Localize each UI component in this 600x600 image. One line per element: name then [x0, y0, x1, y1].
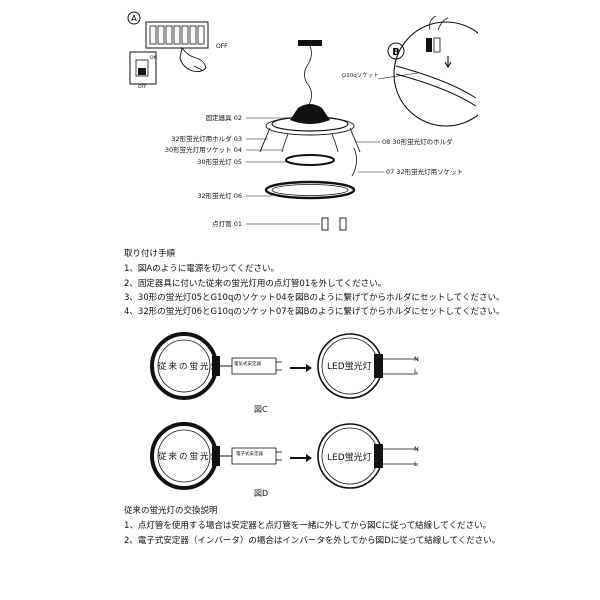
figure-d-ballast-label: 電子式安定器	[236, 452, 263, 457]
figure-d-led-label: LED蛍光灯	[327, 453, 372, 463]
inset-a-on-label: ON	[150, 55, 157, 61]
figure-c-drawing	[150, 332, 418, 400]
part-label-02: 固定器具 02	[205, 114, 242, 122]
figure-c-old-lamp-label: 従来の蛍光灯	[158, 362, 222, 372]
part-label-08: 08 30形蛍光灯のホルダ	[382, 138, 453, 146]
inset-b-marker: B	[392, 47, 400, 58]
figure-c-wire-n: N	[414, 355, 419, 363]
figure-d-wire-n: N	[414, 445, 419, 453]
figure-c-ballast-label: 電気式安定器	[234, 362, 261, 367]
instruction-step-2: 2、固定器具に付いた従来の蛍光灯用の点灯管01を外してください。	[124, 279, 387, 289]
inset-b-socket-label: G10qソケット	[342, 73, 379, 79]
part-label-07: 07 32形蛍光灯用ソケット	[386, 168, 464, 176]
inset-a-off-label: OFF	[216, 43, 228, 50]
figure-d-wire-l: L	[414, 460, 418, 468]
instruction-step-3: 3、30形の蛍光灯05とG10qのソケット04を図Bのように繋げてからホルダにセ…	[124, 293, 505, 303]
inset-b-socket-connection: B G10qソケット	[338, 15, 499, 128]
inset-a-marker: A	[131, 14, 137, 23]
inset-a-drawing: A OFF ON OFF	[127, 11, 228, 90]
replacement-heading: 従来の蛍光灯の交換説明	[124, 506, 218, 516]
inset-b-drawing: B	[377, 15, 499, 127]
inset-a-off-small: OFF	[138, 84, 147, 90]
figure-d-drawing	[150, 422, 418, 490]
figure-d-old-lamp-label: 従来の蛍光灯	[158, 452, 222, 462]
part-label-01: 点灯管 01	[212, 220, 242, 228]
part-label-05: 30形蛍光灯 05	[197, 158, 242, 166]
instruction-step-1: 1、図Aのように電源を切ってください。	[124, 264, 280, 274]
instruction-step-4: 4、32形の蛍光灯06とG10qのソケット07を図Bのように繋げてからホルダにセ…	[124, 307, 505, 317]
figure-c-led-label: LED蛍光灯	[327, 362, 372, 372]
part-label-06: 32形蛍光灯 06	[197, 192, 242, 200]
figure-c-caption: 図C	[254, 405, 268, 414]
exploded-fixture-drawing	[240, 30, 380, 240]
replacement-step-1: 1、点灯管を使用する場合は安定器と点灯管を一緒に外してから図Cに従って結線してく…	[124, 521, 492, 531]
figure-d-caption: 図D	[254, 489, 269, 498]
instructions-heading: 取り付け手順	[124, 249, 176, 259]
replacement-step-2: 2、電子式安定器（インバータ）の場合はインバータを外してから図Dに従って結線して…	[124, 536, 501, 546]
inset-a-power-off: A OFF ON OFF	[124, 8, 234, 92]
part-label-04: 30形蛍光灯用ソケット 04	[164, 146, 242, 154]
figure-c-wire-l: L	[414, 367, 418, 375]
fixture-svg	[259, 40, 361, 200]
part-label-03: 32形蛍光灯用ホルダ 03	[171, 135, 242, 143]
